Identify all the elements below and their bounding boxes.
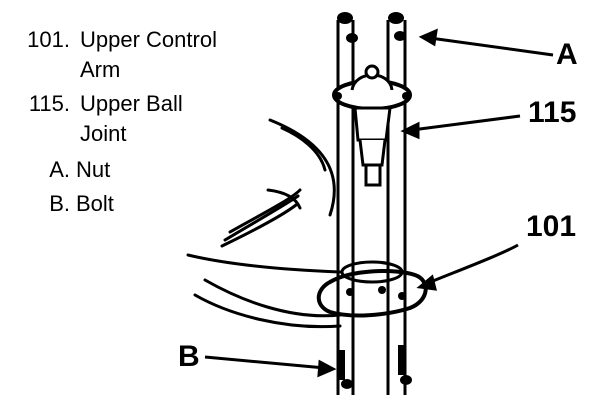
- arrowhead-101-icon: [416, 274, 437, 291]
- callout-101: 101: [526, 210, 577, 243]
- legend-text: Upper Ball: [80, 91, 183, 116]
- leader-line-101: [427, 243, 519, 285]
- frame-bracket-line: [268, 118, 336, 217]
- callout-b: B: [178, 340, 200, 373]
- frame-bracket-line: [266, 188, 302, 210]
- legend-text: Nut: [76, 157, 111, 182]
- legend-letter: A.: [49, 157, 70, 182]
- leader-line-b: [204, 355, 326, 370]
- legend-letter: B.: [49, 191, 70, 216]
- legend-text: Bolt: [76, 191, 114, 216]
- upper-ball-joint: [332, 64, 412, 187]
- legend-text-cont: Joint: [80, 121, 127, 146]
- bolt-b-icon: [337, 345, 412, 389]
- frame-rail-line: [186, 253, 342, 274]
- frame-bracket-line: [228, 188, 302, 234]
- legend-text-cont: Arm: [80, 57, 121, 82]
- leader-line-a: [429, 36, 554, 57]
- legend-number: 101.: [27, 27, 70, 52]
- arrowhead-b-icon: [317, 359, 337, 378]
- legend-number: 115.: [28, 91, 70, 116]
- frame-bracket-line: [223, 194, 300, 242]
- frame-bracket-line: [280, 126, 327, 172]
- callout-115: 115: [528, 96, 577, 129]
- frame-bracket-line: [220, 203, 298, 248]
- arrowhead-a-icon: [418, 28, 438, 47]
- leader-line-115: [411, 114, 521, 132]
- nut-a-icon: [337, 12, 406, 43]
- arrowhead-115-icon: [400, 121, 420, 140]
- frame-rail-line: [193, 293, 342, 329]
- upper-control-arm: [316, 260, 428, 318]
- frame-rail-line: [203, 278, 342, 318]
- callout-a: A: [556, 38, 578, 71]
- legend-text: Upper Control: [80, 27, 217, 52]
